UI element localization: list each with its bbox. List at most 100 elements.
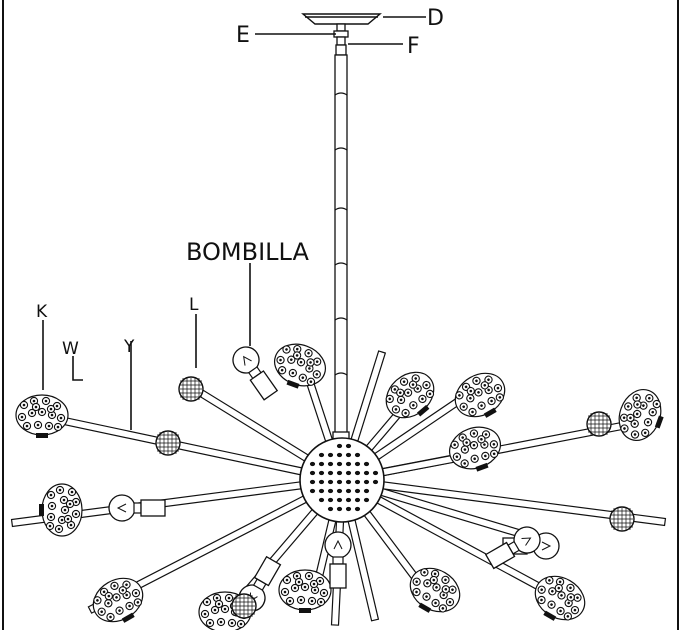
cluster-bead-core <box>285 348 288 351</box>
cluster-bead-core <box>557 586 561 590</box>
cluster-bead-core <box>490 399 493 403</box>
cluster-bead-core <box>217 602 221 606</box>
crystal-ball-4 <box>586 411 612 437</box>
cluster-bead-core <box>102 590 106 594</box>
label-k: K <box>36 302 48 322</box>
crystal-cluster-5 <box>385 371 435 419</box>
cluster-bead-core <box>66 517 70 521</box>
sphere-dot <box>354 488 361 494</box>
cluster-bead-core <box>47 424 51 428</box>
cluster-bead-core <box>34 405 38 409</box>
cluster-bead-core <box>295 354 299 357</box>
cluster-bead-core <box>56 425 60 429</box>
sphere-dot <box>354 506 361 512</box>
cluster-collar <box>418 602 432 613</box>
canopy-d <box>301 13 382 25</box>
cluster-bead-core <box>107 601 110 605</box>
sphere-dot <box>363 488 370 494</box>
cluster-bead-core <box>50 413 54 417</box>
cluster-collar <box>39 504 44 516</box>
cluster-bead-core <box>464 385 468 389</box>
sphere-dot <box>327 461 334 467</box>
label-f: F <box>407 34 420 59</box>
bulb-filament <box>541 541 552 551</box>
crystal-clusters-group <box>15 343 664 635</box>
cluster-bead-core <box>107 594 111 598</box>
cluster-bead-core <box>414 377 418 380</box>
cluster-bead-core <box>473 457 476 461</box>
cluster-bead-core <box>558 580 562 584</box>
crystal-cluster-3 <box>92 577 144 623</box>
label-y: Y <box>123 337 135 357</box>
sphere-dot <box>363 470 370 476</box>
cluster-bead-core <box>560 594 563 597</box>
cluster-bead-core <box>398 391 402 395</box>
cluster-bead-core <box>434 601 437 605</box>
sphere-dot <box>336 470 343 476</box>
cluster-bead-core <box>448 600 452 604</box>
cluster-bead-core <box>646 420 650 424</box>
cluster-bead-core <box>301 376 305 380</box>
bulb-filament <box>521 537 532 546</box>
coupling-e-f <box>333 23 349 56</box>
cluster-bead-core <box>425 595 428 598</box>
cluster-bead-core <box>239 622 243 626</box>
sphere-dot <box>336 452 343 458</box>
cluster-bead-core <box>62 498 66 502</box>
crystal-cluster-7 <box>449 426 501 472</box>
cluster-collar <box>654 415 664 429</box>
bulb-6 <box>484 526 541 570</box>
sphere-dot <box>309 488 316 494</box>
sphere-dot <box>336 461 343 467</box>
cluster-bead-core <box>442 593 445 597</box>
bulb-2 <box>108 494 166 522</box>
cluster-bead-core <box>279 358 282 362</box>
cluster-bead-core <box>22 403 26 407</box>
cluster-bead-core <box>309 380 313 384</box>
arm-17 <box>347 517 380 622</box>
cluster-bead-core <box>399 398 403 402</box>
cluster-bead-core <box>477 391 480 394</box>
cluster-bead-core <box>20 415 24 419</box>
cluster-bead-core <box>283 590 287 594</box>
cluster-bead-core <box>388 397 392 401</box>
cluster-bead-core <box>540 588 543 592</box>
sphere-dot <box>327 479 334 485</box>
cluster-bead-core <box>566 615 570 618</box>
cluster-bead-core <box>393 388 397 391</box>
cluster-bead-core <box>297 580 301 584</box>
cluster-bead-core <box>642 404 645 407</box>
cluster-bead-core <box>74 512 78 516</box>
cluster-bead-core <box>426 581 429 585</box>
cluster-bead-core <box>633 433 637 436</box>
cluster-bead-core <box>402 380 406 384</box>
cluster-bead-core <box>465 441 468 444</box>
cluster-bead-core <box>635 396 638 400</box>
cluster-bead-core <box>70 490 74 494</box>
cluster-bead-core <box>125 593 128 597</box>
cluster-bead-core <box>484 454 487 458</box>
cluster-bead-core <box>280 368 284 372</box>
cluster-bead-core <box>44 399 48 403</box>
cluster-bead-core <box>432 578 436 582</box>
cluster-bead-core <box>318 579 322 583</box>
cluster-bead-core <box>125 583 128 587</box>
cluster-bead-core <box>550 603 553 606</box>
sphere-dot <box>345 470 352 476</box>
cluster-bead-core <box>121 589 125 592</box>
cluster-bead-core <box>315 360 319 363</box>
cluster-bead-core <box>635 412 639 416</box>
cluster-bead-core <box>100 610 103 614</box>
crystal-cluster-2 <box>39 483 83 537</box>
cluster-bead-core <box>307 574 311 578</box>
cluster-bead-core <box>74 500 78 504</box>
cluster-bead-core <box>109 615 112 619</box>
bulb-glass <box>324 531 352 559</box>
cluster-bead-core <box>295 574 299 578</box>
label-bulb: BOMBILLA <box>186 238 309 266</box>
cluster-collar <box>299 608 311 613</box>
cluster-bead-core <box>309 361 312 364</box>
cluster-bead-core <box>492 443 496 446</box>
bulb-1 <box>232 346 279 401</box>
cluster-bead-core <box>295 347 299 351</box>
